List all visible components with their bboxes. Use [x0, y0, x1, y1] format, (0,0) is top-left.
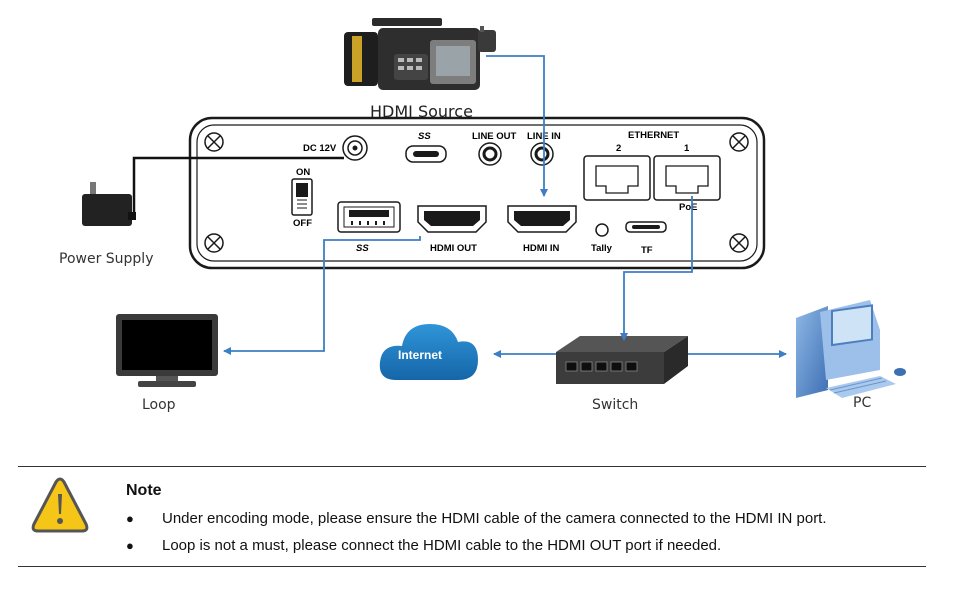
power-supply-label: Power Supply — [59, 251, 154, 267]
pc-label: PC — [853, 395, 872, 411]
hdmi-in-port — [507, 205, 577, 233]
ethernet-port-1 — [653, 155, 721, 201]
screw-icon — [729, 132, 749, 152]
line-out-label: LINE OUT — [472, 131, 517, 142]
line-out-jack — [478, 142, 502, 166]
internet-label: Internet — [398, 348, 442, 362]
usb-c-port — [405, 145, 447, 163]
power-adapter-icon — [82, 156, 344, 226]
encoder-device: DC 12V ON OFF SS SS LINE OUT LINE I — [188, 116, 766, 270]
hdmi-out-port — [417, 205, 487, 233]
bullet-icon: ● — [126, 538, 134, 553]
note-item-text: Loop is not a must, please connect the H… — [162, 537, 722, 554]
usb-a-port — [337, 201, 401, 233]
tf-label: TF — [641, 245, 653, 256]
cable-loop — [223, 236, 421, 355]
camera-icon — [344, 18, 496, 90]
poe-label: PoE — [679, 202, 697, 213]
hdmi-in-label: HDMI IN — [523, 243, 560, 254]
pc-icon — [796, 300, 906, 398]
switch-label: Switch — [592, 397, 639, 413]
cable-ethernet — [620, 196, 693, 341]
power-toggle — [291, 178, 313, 216]
usb-c-logo: SS — [418, 131, 431, 142]
screw-icon — [729, 233, 749, 253]
dc-label: DC 12V — [303, 143, 337, 154]
screw-icon — [204, 132, 224, 152]
screw-icon — [204, 233, 224, 253]
note-top-rule — [18, 466, 926, 467]
note-title: Note — [126, 482, 162, 499]
cable-hdmi-source — [486, 55, 548, 197]
ethernet-label: ETHERNET — [628, 130, 679, 141]
switch-on-label: ON — [296, 167, 310, 178]
hdmi-out-label: HDMI OUT — [430, 243, 477, 254]
bullet-icon: ● — [126, 511, 134, 526]
switch-icon — [556, 336, 688, 384]
switch-off-label: OFF — [293, 218, 312, 229]
usb-a-logo: SS — [356, 243, 369, 254]
tally-led — [595, 223, 609, 237]
note-item: ● Loop is not a must, please connect the … — [126, 537, 721, 554]
line-in-jack — [530, 142, 554, 166]
warning-icon — [31, 477, 89, 533]
tally-label: Tally — [591, 243, 613, 254]
note-item: ● Under encoding mode, please ensure the … — [126, 510, 827, 527]
loop-label: Loop — [142, 397, 176, 413]
eth-port-2-label: 2 — [616, 143, 621, 154]
monitor-icon — [116, 314, 218, 387]
dc-jack — [342, 135, 368, 161]
eth-port-1-label: 1 — [684, 143, 690, 154]
note-item-text: Under encoding mode, please ensure the H… — [162, 510, 827, 527]
ethernet-port-2 — [583, 155, 651, 201]
note-bottom-rule — [18, 566, 926, 567]
cloud-icon — [379, 324, 478, 380]
hdmi-source-label: HDMI Source — [370, 102, 473, 121]
tf-slot — [625, 221, 667, 233]
